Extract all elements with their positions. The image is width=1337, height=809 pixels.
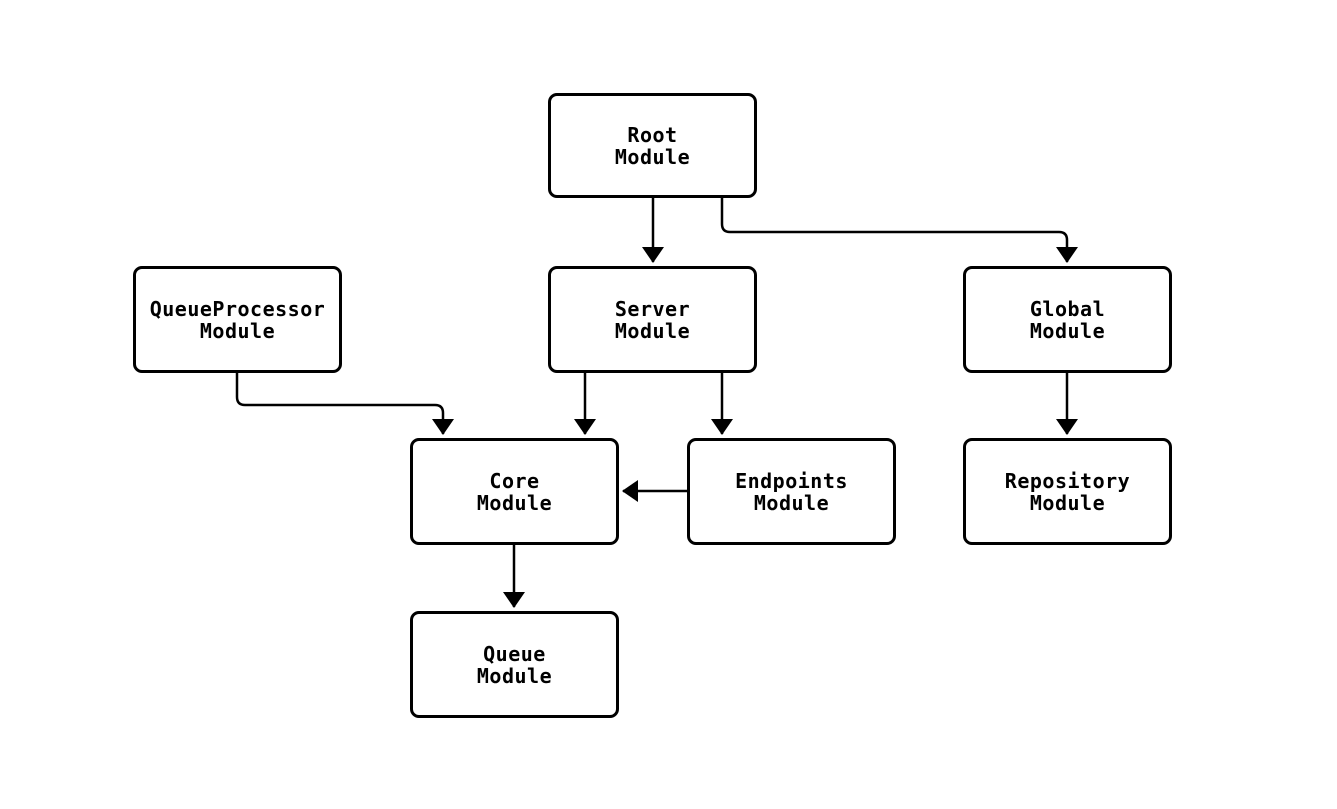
node-global-module-label: Global Module	[1029, 296, 1106, 343]
edge-root-to-global	[720, 198, 1078, 263]
node-repository-module: Repository Module	[963, 438, 1172, 545]
node-queue-module-label: Queue Module	[476, 641, 553, 688]
node-global-module: Global Module	[963, 266, 1172, 373]
node-queue-module: Queue Module	[410, 611, 619, 718]
node-endpoints-module-label: Endpoints Module	[735, 468, 848, 515]
node-server-module-label: Server Module	[614, 296, 691, 343]
node-server-module: Server Module	[548, 266, 757, 373]
node-queueprocessor-module-label: QueueProcessor Module	[149, 296, 326, 343]
node-repository-module-label: Repository Module	[1004, 468, 1131, 515]
node-core-module-label: Core Module	[476, 468, 553, 515]
node-queueprocessor-module: QueueProcessor Module	[133, 266, 342, 373]
node-root-module-label: Root Module	[614, 122, 691, 169]
node-root-module: Root Module	[548, 93, 757, 198]
node-endpoints-module: Endpoints Module	[687, 438, 896, 545]
node-core-module: Core Module	[410, 438, 619, 545]
edge-queueprocessor-to-core	[235, 373, 454, 435]
